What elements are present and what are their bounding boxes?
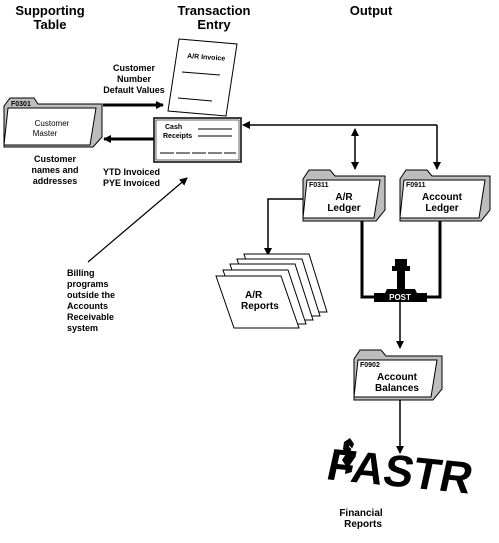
cash-receipts-label: Cash — [165, 124, 182, 131]
ytd-invoiced: YTD Invoiced — [103, 167, 160, 177]
header-supporting: Supporting — [15, 3, 84, 18]
header-output: Output — [350, 3, 393, 18]
customer-master-label-2: Master — [33, 129, 58, 138]
cash-receipts-form: Cash Receipts — [153, 117, 242, 163]
post-stamp-icon — [374, 259, 427, 302]
header-transaction-2: Entry — [197, 17, 231, 32]
ar-reports-stack: A/R Reports — [215, 253, 328, 329]
account-balances-code: F0902 — [360, 362, 380, 369]
names-addresses-line2: names and — [31, 165, 78, 175]
ar-ledger-label-2: Ledger — [327, 203, 360, 214]
svg-text:outside the: outside the — [67, 290, 115, 300]
arrow-to-ar-reports — [264, 198, 303, 256]
billing-programs-label: Billing programs outside the Accounts Re… — [67, 268, 115, 333]
account-ledger-label: Account — [422, 192, 463, 203]
default-values-line1: Customer — [113, 63, 156, 73]
svg-text:Receivable: Receivable — [67, 312, 114, 322]
account-balances-folder: F0902 Account Balances — [353, 349, 443, 401]
account-ledger-label-2: Ledger — [425, 203, 458, 214]
ar-reports-label: A/R — [245, 290, 263, 301]
financial-reports-label: Financial — [339, 508, 383, 519]
default-values-line3: Default Values — [103, 85, 165, 95]
svg-text:Billing: Billing — [67, 268, 95, 278]
svg-text:programs: programs — [67, 279, 109, 289]
customer-master-folder: F0301 Customer Master — [3, 97, 103, 148]
account-ledger-folder: F0911 Account Ledger — [399, 169, 491, 222]
account-balances-label-2: Balances — [375, 383, 419, 394]
customer-master-code: F0301 — [11, 101, 31, 108]
names-addresses-line3: addresses — [33, 176, 78, 186]
account-ledger-code: F0911 — [406, 182, 426, 189]
svg-text:FASTR: FASTR — [323, 441, 478, 504]
fastr-logo: FASTR — [323, 438, 478, 504]
ar-reports-label-2: Reports — [241, 301, 279, 312]
ar-ledger-label: A/R — [335, 192, 353, 203]
cash-receipts-label-2: Receipts — [163, 133, 192, 140]
svg-text:system: system — [67, 323, 98, 333]
default-values-line2: Number — [117, 74, 152, 84]
ar-ledger-folder: F0311 A/R Ledger — [302, 169, 386, 222]
arrow-billing — [87, 177, 188, 263]
financial-reports-label-2: Reports — [344, 519, 382, 530]
ar-invoice-label: A/R Invoice — [187, 53, 226, 63]
ar-invoice-document: A/R Invoice — [167, 38, 238, 117]
post-label: POST — [389, 293, 411, 302]
account-balances-label: Account — [377, 372, 418, 383]
header-transaction: Transaction — [178, 3, 251, 18]
customer-master-label: Customer — [35, 119, 70, 128]
pye-invoiced: PYE Invoiced — [103, 178, 160, 188]
header-supporting-2: Table — [34, 17, 67, 32]
names-addresses-line1: Customer — [34, 154, 77, 164]
ar-ledger-code: F0311 — [309, 182, 329, 189]
svg-text:Accounts: Accounts — [67, 301, 108, 311]
